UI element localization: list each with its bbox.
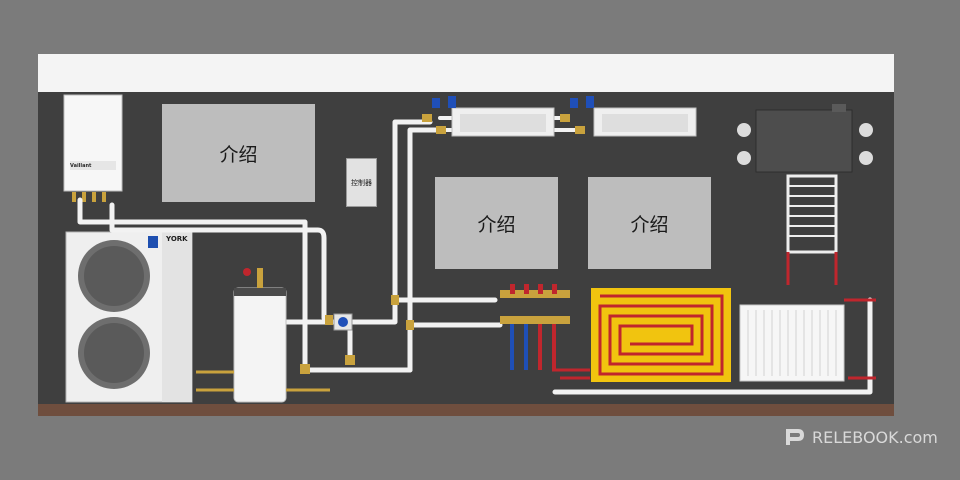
watermark-text: RELEBOOK.com xyxy=(812,427,938,447)
heat-pump-unit xyxy=(65,231,193,403)
water-tank xyxy=(196,268,330,403)
intro-box-center-left: 介绍 xyxy=(435,177,558,269)
towel-radiator xyxy=(786,174,838,285)
relebook-logo-icon xyxy=(786,429,804,445)
panel-radiator xyxy=(739,298,876,382)
intro-box-center-right: 介绍 xyxy=(588,177,711,269)
fan-coil-unit-1 xyxy=(432,96,555,137)
fresh-air-unit xyxy=(737,104,873,173)
boiler-brand-label: Vaillant xyxy=(70,162,92,169)
fan-coil-unit-2 xyxy=(570,96,697,137)
circulation-pump xyxy=(333,313,353,331)
floor xyxy=(38,404,894,416)
floor-heating-panel xyxy=(591,288,731,382)
wall-boiler xyxy=(63,94,123,202)
watermark: RELEBOOK.com xyxy=(784,426,938,448)
ceiling xyxy=(38,54,894,92)
heatpump-brand-label: YORK xyxy=(166,235,188,243)
controller-label: 控制器 xyxy=(351,178,372,187)
intro-box-top-left: 介绍 xyxy=(162,104,315,202)
floor-heating-manifold xyxy=(500,284,590,380)
pipe-fittings xyxy=(300,114,585,374)
controller-panel: 控制器 xyxy=(346,158,377,207)
